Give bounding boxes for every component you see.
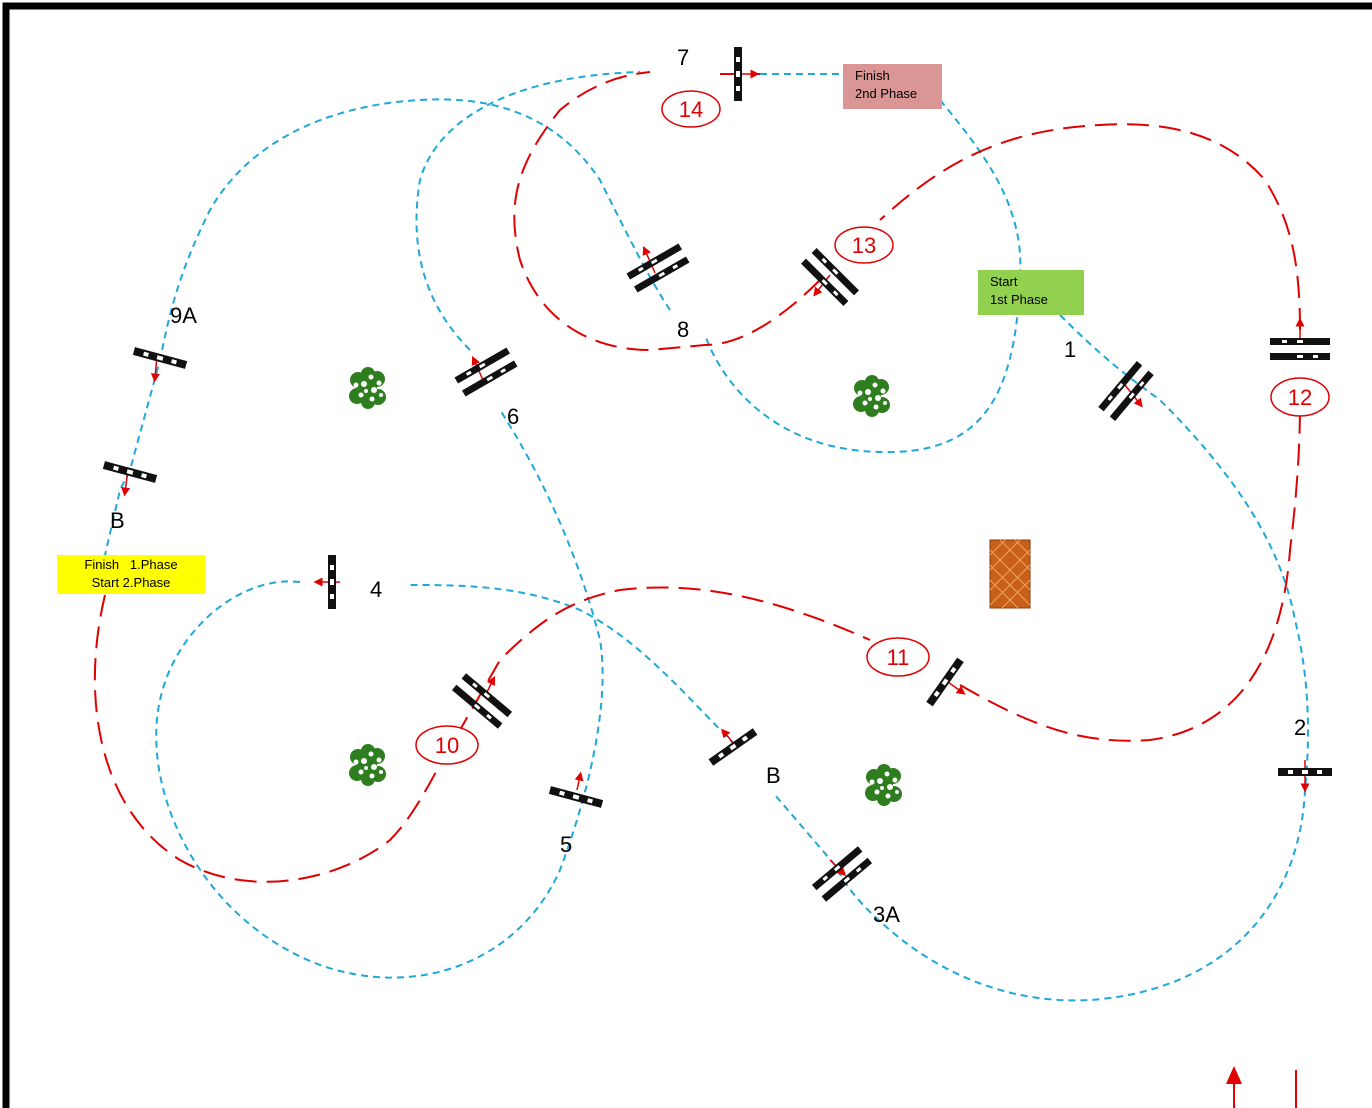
fence-vertical-icon bbox=[734, 47, 742, 101]
box-line: 1st Phase bbox=[990, 292, 1048, 307]
fence-oxer-icon bbox=[626, 243, 690, 293]
start-1st-phase-box: Start 1st Phase bbox=[978, 270, 1084, 315]
fence-oxer-icon bbox=[1098, 360, 1154, 422]
fence-label: 7 bbox=[677, 45, 689, 70]
box-line: 2nd Phase bbox=[855, 86, 918, 101]
water-jump-icon bbox=[989, 539, 1031, 609]
tree-icon bbox=[349, 744, 386, 786]
fence-label: 3A bbox=[873, 902, 900, 927]
phase1-route bbox=[104, 71, 1309, 1002]
tree-icon bbox=[865, 764, 902, 806]
fences bbox=[102, 47, 1332, 902]
fence-label: 8 bbox=[677, 317, 689, 342]
fence-label: 14 bbox=[679, 97, 703, 122]
fence-label: 13 bbox=[852, 233, 876, 258]
fence-label: 9A bbox=[170, 303, 197, 328]
fence-label: 4 bbox=[370, 577, 382, 602]
fence-label: 10 bbox=[435, 733, 459, 758]
fence-oxer-icon bbox=[1270, 338, 1330, 360]
fence-vertical-icon bbox=[328, 555, 336, 609]
fence-label: 2 bbox=[1294, 715, 1306, 740]
fence-oxer-icon bbox=[811, 846, 873, 902]
tree-icon bbox=[349, 367, 386, 409]
phase2-labels: 10 11 12 13 14 bbox=[415, 90, 1330, 765]
fence-label: 12 bbox=[1288, 385, 1312, 410]
box-line: Start 2.Phase bbox=[91, 575, 171, 590]
fence-label: 5 bbox=[560, 832, 572, 857]
phase1-labels: 1 2 3A B 4 5 6 7 8 9A B bbox=[110, 45, 1306, 927]
fence-label: 6 bbox=[507, 404, 519, 429]
box-line: Start bbox=[990, 274, 1018, 289]
tree-icon bbox=[853, 375, 890, 417]
fence-vertical-icon bbox=[926, 657, 964, 707]
box-line: Finish 1.Phase bbox=[84, 557, 178, 572]
fence-label: 11 bbox=[887, 645, 910, 670]
fence-oxer-icon bbox=[451, 673, 513, 729]
fence-label: B bbox=[766, 763, 781, 788]
fence-vertical-icon bbox=[708, 728, 758, 766]
fence-arrows bbox=[121, 69, 1310, 877]
fence-label: B bbox=[110, 508, 125, 533]
fence-vertical-icon bbox=[102, 461, 158, 483]
fence-oxer-icon bbox=[454, 347, 518, 397]
phase2-route bbox=[93, 71, 1301, 883]
fence-vertical-icon bbox=[132, 347, 188, 369]
fence-vertical-icon bbox=[548, 786, 604, 808]
finish-2nd-phase-box: Finish 2nd Phase bbox=[843, 64, 942, 109]
box-line: Finish bbox=[855, 68, 890, 83]
fence-vertical-icon bbox=[1278, 768, 1332, 776]
finish-1-start-2-box: Finish 1.Phase Start 2.Phase bbox=[57, 555, 205, 594]
fence-label: 1 bbox=[1064, 337, 1076, 362]
direction-arrow-icon bbox=[1226, 1066, 1297, 1108]
